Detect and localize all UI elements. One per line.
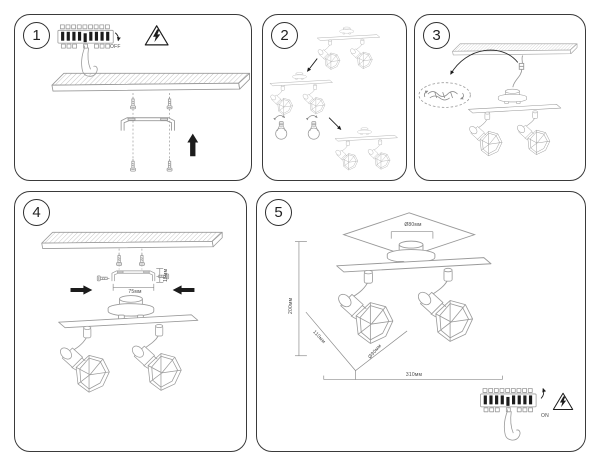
high-voltage-warning-icon (144, 25, 169, 46)
power-off-label: OFF (110, 44, 121, 50)
push-up-arrow-icon (187, 133, 199, 157)
step-2-panel: 2 (262, 14, 407, 181)
fixture-complete (335, 128, 398, 170)
bulb-icon (307, 121, 320, 140)
fixture-bar (468, 104, 561, 155)
supply-wire (512, 55, 525, 88)
mounting-screw-icon (166, 96, 173, 110)
bracket-width-dimension: 75мм (128, 289, 142, 295)
fixture-assembled (317, 27, 380, 69)
ceiling-board (51, 72, 251, 92)
canopy-diameter-dimension: Ø80мм (404, 222, 422, 228)
step-1-drawing (51, 24, 251, 172)
breaker-panel-icon (480, 388, 537, 441)
canopy (107, 295, 155, 320)
step-2-drawing (263, 15, 406, 180)
step-3-badge: 3 (423, 22, 450, 49)
ceiling-board (452, 43, 578, 56)
push-in-arrow-icon (172, 285, 195, 295)
bulb-insert-arrow-icon (308, 115, 317, 117)
step-3-panel: 3 (414, 14, 586, 181)
fixture-open (270, 72, 333, 114)
fixture-height-dimension: 200мм (288, 297, 294, 314)
step-3-drawing (418, 43, 578, 180)
bracket-height-dimension: 15мм (163, 268, 169, 282)
mounting-screw-icon (116, 253, 122, 266)
sequence-arrow-icon (307, 58, 318, 72)
bulb-insert-arrow-icon (276, 115, 285, 117)
step-5-badge: 5 (265, 199, 292, 226)
mounting-bracket (120, 117, 175, 132)
step-1-panel: 1 OFF (14, 14, 252, 181)
fixture-width-dimension: 310мм (405, 372, 423, 378)
fixture-bar (58, 315, 198, 392)
step-5-panel: 5 Ø80мм 200мм 110мм (256, 191, 586, 452)
step-4-drawing (41, 231, 223, 451)
bulb-icon (275, 121, 288, 140)
alignment-guides (118, 248, 143, 270)
dimension-lines (112, 268, 164, 291)
breaker-panel-icon (57, 24, 114, 77)
mounting-screw-icon (130, 96, 136, 110)
high-voltage-warning-icon (552, 392, 574, 410)
switch-on-arrow-icon (540, 387, 547, 399)
step-2-badge: 2 (271, 22, 298, 49)
sequence-arrow-icon (328, 117, 342, 130)
power-on-label: ON (541, 413, 549, 419)
step-5-drawing (294, 212, 574, 441)
step-4-panel: 4 75мм 15мм (14, 191, 247, 452)
fixture-bar (336, 258, 491, 344)
alignment-guides (132, 93, 170, 160)
step-4-badge: 4 (23, 199, 50, 226)
step-1-badge: 1 (23, 22, 50, 49)
canopy (497, 88, 527, 104)
mounting-screw-icon (130, 158, 136, 172)
push-in-arrow-icon (70, 285, 93, 295)
dimension-lines (294, 231, 503, 380)
switch-off-arrow-icon (114, 32, 121, 42)
detail-callout-arrow-icon (450, 49, 519, 75)
wire-detail-callout (418, 82, 471, 108)
wire-twist-detail (423, 90, 464, 101)
mounting-bracket (111, 270, 156, 282)
mounting-screw-icon (139, 253, 145, 266)
ceiling-board (41, 231, 223, 249)
mounting-screw-icon (166, 158, 173, 172)
side-screw-icon (96, 275, 110, 282)
